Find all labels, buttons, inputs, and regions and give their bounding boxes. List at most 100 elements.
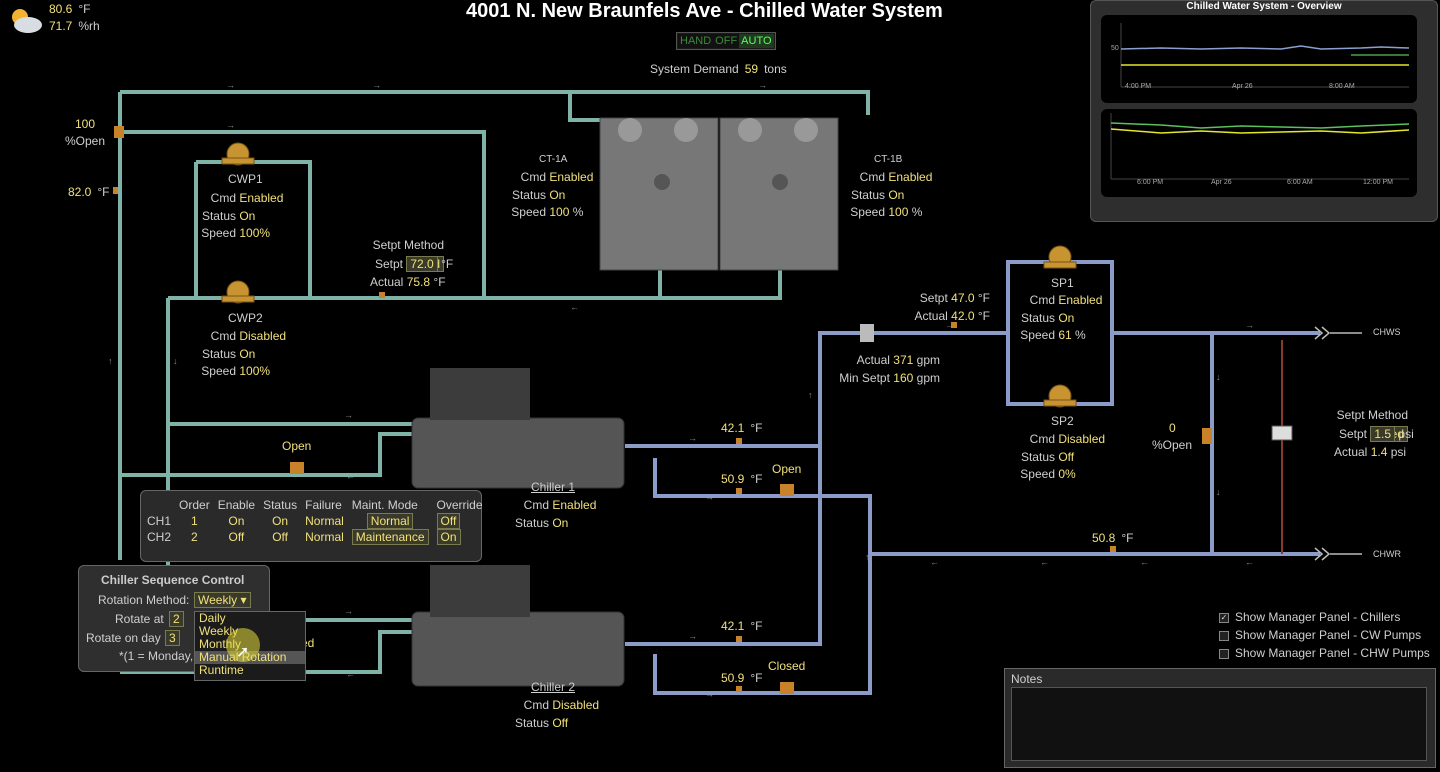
row-order[interactable]: 2: [191, 530, 198, 544]
trend-top-plot: [1120, 23, 1410, 88]
chwr-label: CHWR: [1373, 549, 1401, 559]
cwp1-status-label: Status: [201, 208, 236, 223]
dp-setpt-unit: psi: [1398, 427, 1414, 441]
cwp1-cmd[interactable]: Enabled: [239, 191, 284, 205]
mode-hand-button[interactable]: HAND: [678, 34, 714, 48]
svg-text:→: →: [705, 689, 714, 699]
cw-bypass-unit: %Open: [65, 134, 106, 148]
ct1a-cmd[interactable]: Enabled: [549, 170, 594, 184]
notes-textarea[interactable]: [1011, 687, 1427, 761]
svg-text:↓: ↓: [1216, 487, 1221, 497]
rotate-day-note: *(1 = Monday,: [119, 649, 194, 663]
cwp2-speed: 100%: [239, 364, 271, 378]
trend-bottom-tick-1: Apr 26: [1211, 179, 1232, 186]
svg-text:↑: ↑: [808, 390, 813, 400]
dp-actual-row: Actual 1.4 psi: [1334, 443, 1406, 462]
manager-checkbox-chw-pumps[interactable]: Show Manager Panel - CHW Pumps: [1219, 644, 1430, 662]
rotate-day-input[interactable]: 3: [165, 630, 180, 646]
svg-text:→: →: [945, 320, 954, 330]
cw-valve1-state[interactable]: Open: [282, 439, 312, 453]
manager-checkbox-chillers[interactable]: ✓Show Manager Panel - Chillers: [1219, 608, 1430, 626]
manager-panel-options: ✓Show Manager Panel - Chillers Show Mana…: [1219, 608, 1430, 662]
row-failure: Normal: [305, 530, 344, 544]
chiller2-return-temp-unit: °F: [750, 671, 763, 685]
dp-method-label: Setpt Method: [1336, 408, 1408, 422]
manager-cw-pumps-label: Show Manager Panel - CW Pumps: [1235, 628, 1422, 642]
cwp1-status: On: [239, 208, 256, 223]
row-order[interactable]: 1: [191, 514, 198, 528]
row-override[interactable]: Off: [436, 513, 461, 529]
system-demand-value: 59: [744, 62, 759, 76]
checkbox-icon[interactable]: [1219, 648, 1229, 659]
svg-text:↑: ↑: [865, 552, 870, 562]
chiller2-cmd[interactable]: Disabled: [552, 698, 600, 712]
chw-setpt-label: Setpt: [919, 291, 948, 305]
ct1a-status: On: [549, 187, 566, 202]
trend-top-tick-2: 8:00 AM: [1329, 83, 1355, 90]
row-chiller-name: CH2: [147, 530, 172, 544]
ct1a-panel[interactable]: Cmd Enabled Status On Speed 100 %: [508, 169, 593, 222]
svg-text:→: →: [344, 606, 353, 616]
sp1-status-label: Status: [1020, 310, 1055, 325]
chiller2-return-temp: 50.9 °F: [721, 671, 763, 685]
checkbox-icon[interactable]: [1219, 630, 1229, 641]
table-header-row: Order Enable Status Failure Maint. Mode …: [143, 497, 487, 513]
mode-auto-button[interactable]: AUTO: [739, 34, 774, 48]
chiller1-cmd-label: Cmd: [523, 498, 549, 512]
cwp1-panel[interactable]: Cmd Enabled Status On Speed 100%: [200, 190, 283, 243]
row-override[interactable]: On: [436, 529, 461, 545]
chiller1-cmd[interactable]: Enabled: [552, 498, 597, 512]
rotation-method-value: Weekly: [198, 593, 238, 607]
checkbox-checked-icon[interactable]: ✓: [1219, 612, 1229, 623]
cwp2-cmd[interactable]: Disabled: [239, 329, 287, 343]
chiller2-name-link[interactable]: Chiller 2: [531, 680, 576, 694]
cwp2-cmd-label: Cmd: [210, 329, 236, 343]
svg-text:→: →: [688, 631, 697, 641]
ct1b-panel[interactable]: Cmd Enabled Status On Speed 100 %: [847, 169, 932, 222]
chiller2-supply-temp-unit: °F: [750, 619, 763, 633]
table-header: Enable: [217, 498, 256, 512]
rotate-at-input[interactable]: 2: [169, 611, 184, 627]
sp2-panel[interactable]: Cmd Disabled Status Off Speed 0%: [1018, 431, 1105, 484]
svg-text:←: ←: [346, 471, 355, 481]
sp1-cmd[interactable]: Enabled: [1058, 293, 1103, 307]
sp1-panel[interactable]: Cmd Enabled Status On Speed 61 %: [1018, 292, 1102, 345]
trend-top-chart[interactable]: 50 4:00 PM Apr 26 8:00 AM: [1101, 15, 1417, 103]
svg-text:→: →: [344, 410, 353, 420]
row-maint-mode[interactable]: Normal: [366, 513, 414, 529]
chiller-order-table: Order Enable Status Failure Maint. Mode …: [143, 497, 487, 545]
ct1a-speed: 100: [549, 205, 570, 219]
table-row: CH1 1 On On Normal Normal Off: [143, 513, 487, 529]
chiller2-valve-state[interactable]: Closed: [768, 659, 806, 673]
cwp2-name: CWP2: [228, 311, 263, 325]
sp2-cmd[interactable]: Disabled: [1058, 432, 1106, 446]
chwr-temp: 50.8 °F: [1092, 531, 1134, 545]
chiller2-panel[interactable]: Cmd Disabled Status Off: [512, 697, 599, 732]
chw-temp-setpoint: Setpt 47.0 °F Actual 42.0 °F: [908, 290, 990, 325]
cwp2-panel[interactable]: Cmd Disabled Status On Speed 100%: [200, 328, 286, 381]
rotate-at-label: Rotate at: [115, 612, 164, 626]
dropdown-option-runtime[interactable]: Runtime: [199, 663, 244, 677]
chiller1-return-temp-value: 50.9: [721, 472, 745, 486]
tower-setpt-value[interactable]: 72.0: [406, 256, 438, 272]
chiller1-valve-state[interactable]: Open: [772, 462, 802, 476]
mode-off-button[interactable]: OFF: [713, 34, 740, 48]
trend-overview-panel[interactable]: Chilled Water System - Overview 50 4:00 …: [1090, 0, 1438, 222]
chws-label: CHWS: [1373, 327, 1401, 337]
dropdown-option-daily[interactable]: Daily: [199, 611, 226, 625]
chw-setpt-value[interactable]: 47.0: [951, 291, 975, 305]
trend-bottom-chart[interactable]: 6:00 PM Apr 26 6:00 AM 12:00 PM: [1101, 109, 1417, 197]
rotation-method-label: Rotation Method:: [98, 593, 190, 607]
dp-setpt-value[interactable]: 1.5: [1370, 426, 1396, 442]
flow-min-setpt-value[interactable]: 160: [893, 370, 914, 385]
row-enable: Off: [228, 530, 245, 544]
ct1b-name: CT-1B: [874, 154, 903, 165]
sp1-speed: 61: [1058, 328, 1072, 342]
rotation-method-select[interactable]: Weekly ▾: [194, 592, 251, 608]
row-maint-mode[interactable]: Maintenance: [351, 529, 429, 545]
manager-checkbox-cw-pumps[interactable]: Show Manager Panel - CW Pumps: [1219, 626, 1430, 644]
ct1b-cmd[interactable]: Enabled: [888, 170, 933, 184]
chiller1-name-link[interactable]: Chiller 1: [531, 480, 576, 494]
chiller1-panel[interactable]: Cmd Enabled Status On: [512, 497, 596, 532]
cwp1-speed-label: Speed: [201, 226, 236, 240]
